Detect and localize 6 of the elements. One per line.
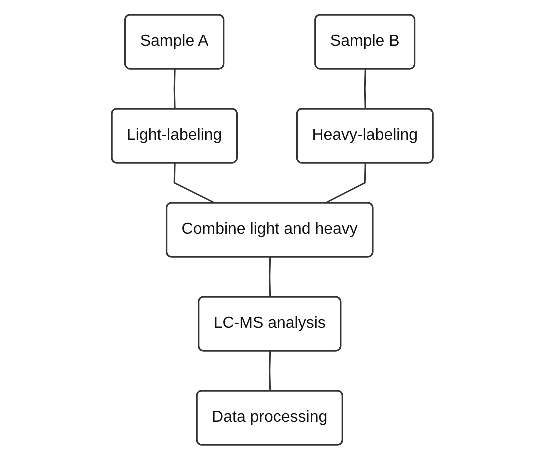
connector [270, 257, 272, 298]
connector [364, 69, 367, 110]
connector [325, 163, 367, 204]
connector [174, 163, 216, 204]
connector [270, 351, 272, 392]
connector [174, 69, 176, 110]
